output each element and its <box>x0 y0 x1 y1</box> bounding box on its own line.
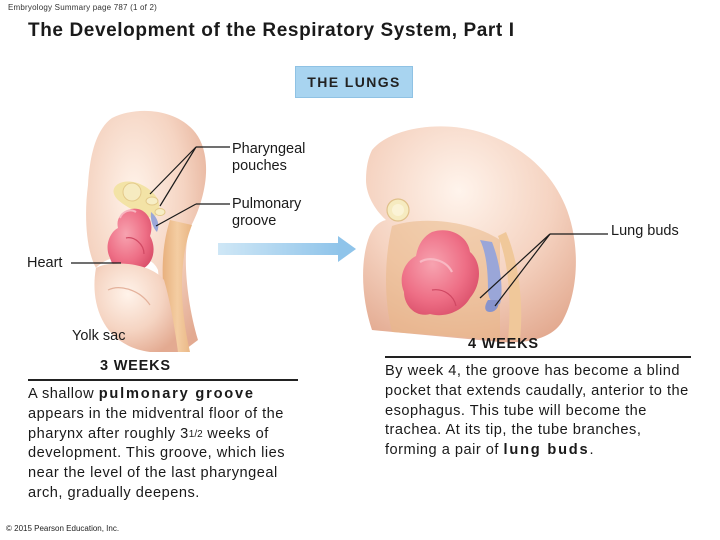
copyright: © 2015 Pearson Education, Inc. <box>6 524 120 533</box>
label-pharyngeal-line1: Pharyngeal <box>232 141 306 157</box>
progression-arrow <box>218 236 356 262</box>
label-heart: Heart <box>27 255 63 271</box>
left-desc-whole: 3 <box>180 425 189 442</box>
label-lung-buds: Lung buds <box>611 223 679 239</box>
label-pulmonary-line2: groove <box>232 213 277 229</box>
label-pulmonary-line1: Pulmonary <box>232 196 302 212</box>
embryo-3-weeks <box>86 110 207 352</box>
left-desc-part1: A shallow <box>28 386 99 402</box>
section-box: THE LUNGS <box>295 66 413 98</box>
right-weeks-label: 4 WEEKS <box>468 336 539 352</box>
right-description: By week 4, the groove has become a blind… <box>385 362 691 461</box>
left-desc-part2: appears in the midventral floor of the p… <box>28 405 284 442</box>
left-divider <box>28 379 298 381</box>
right-desc-part2: . <box>589 442 594 459</box>
leader-lines <box>71 146 608 307</box>
left-description: A shallow pulmonary groove appears in th… <box>28 385 300 504</box>
label-yolk-sac: Yolk sac <box>72 328 126 344</box>
left-desc-fraction: 1/2 <box>188 428 203 440</box>
label-pulmonary-groove: Pulmonary groove <box>232 196 301 230</box>
right-divider <box>385 356 691 358</box>
header-note: Embryology Summary page 787 (1 of 2) <box>8 3 158 12</box>
label-pharyngeal-line2: pouches <box>232 158 287 174</box>
left-desc-term: pulmonary groove <box>98 386 255 402</box>
left-weeks-label: 3 WEEKS <box>100 358 171 374</box>
right-desc-term: lung buds <box>503 442 590 459</box>
embryo-4-weeks <box>363 126 576 343</box>
label-pharyngeal-pouches: Pharyngeal pouches <box>232 141 305 175</box>
slide-title: The Development of the Respiratory Syste… <box>28 20 515 41</box>
right-desc-part1: By week 4, the groove has become a blind… <box>385 363 689 459</box>
left-desc-part3: weeks of development. This groove, which… <box>28 425 286 501</box>
